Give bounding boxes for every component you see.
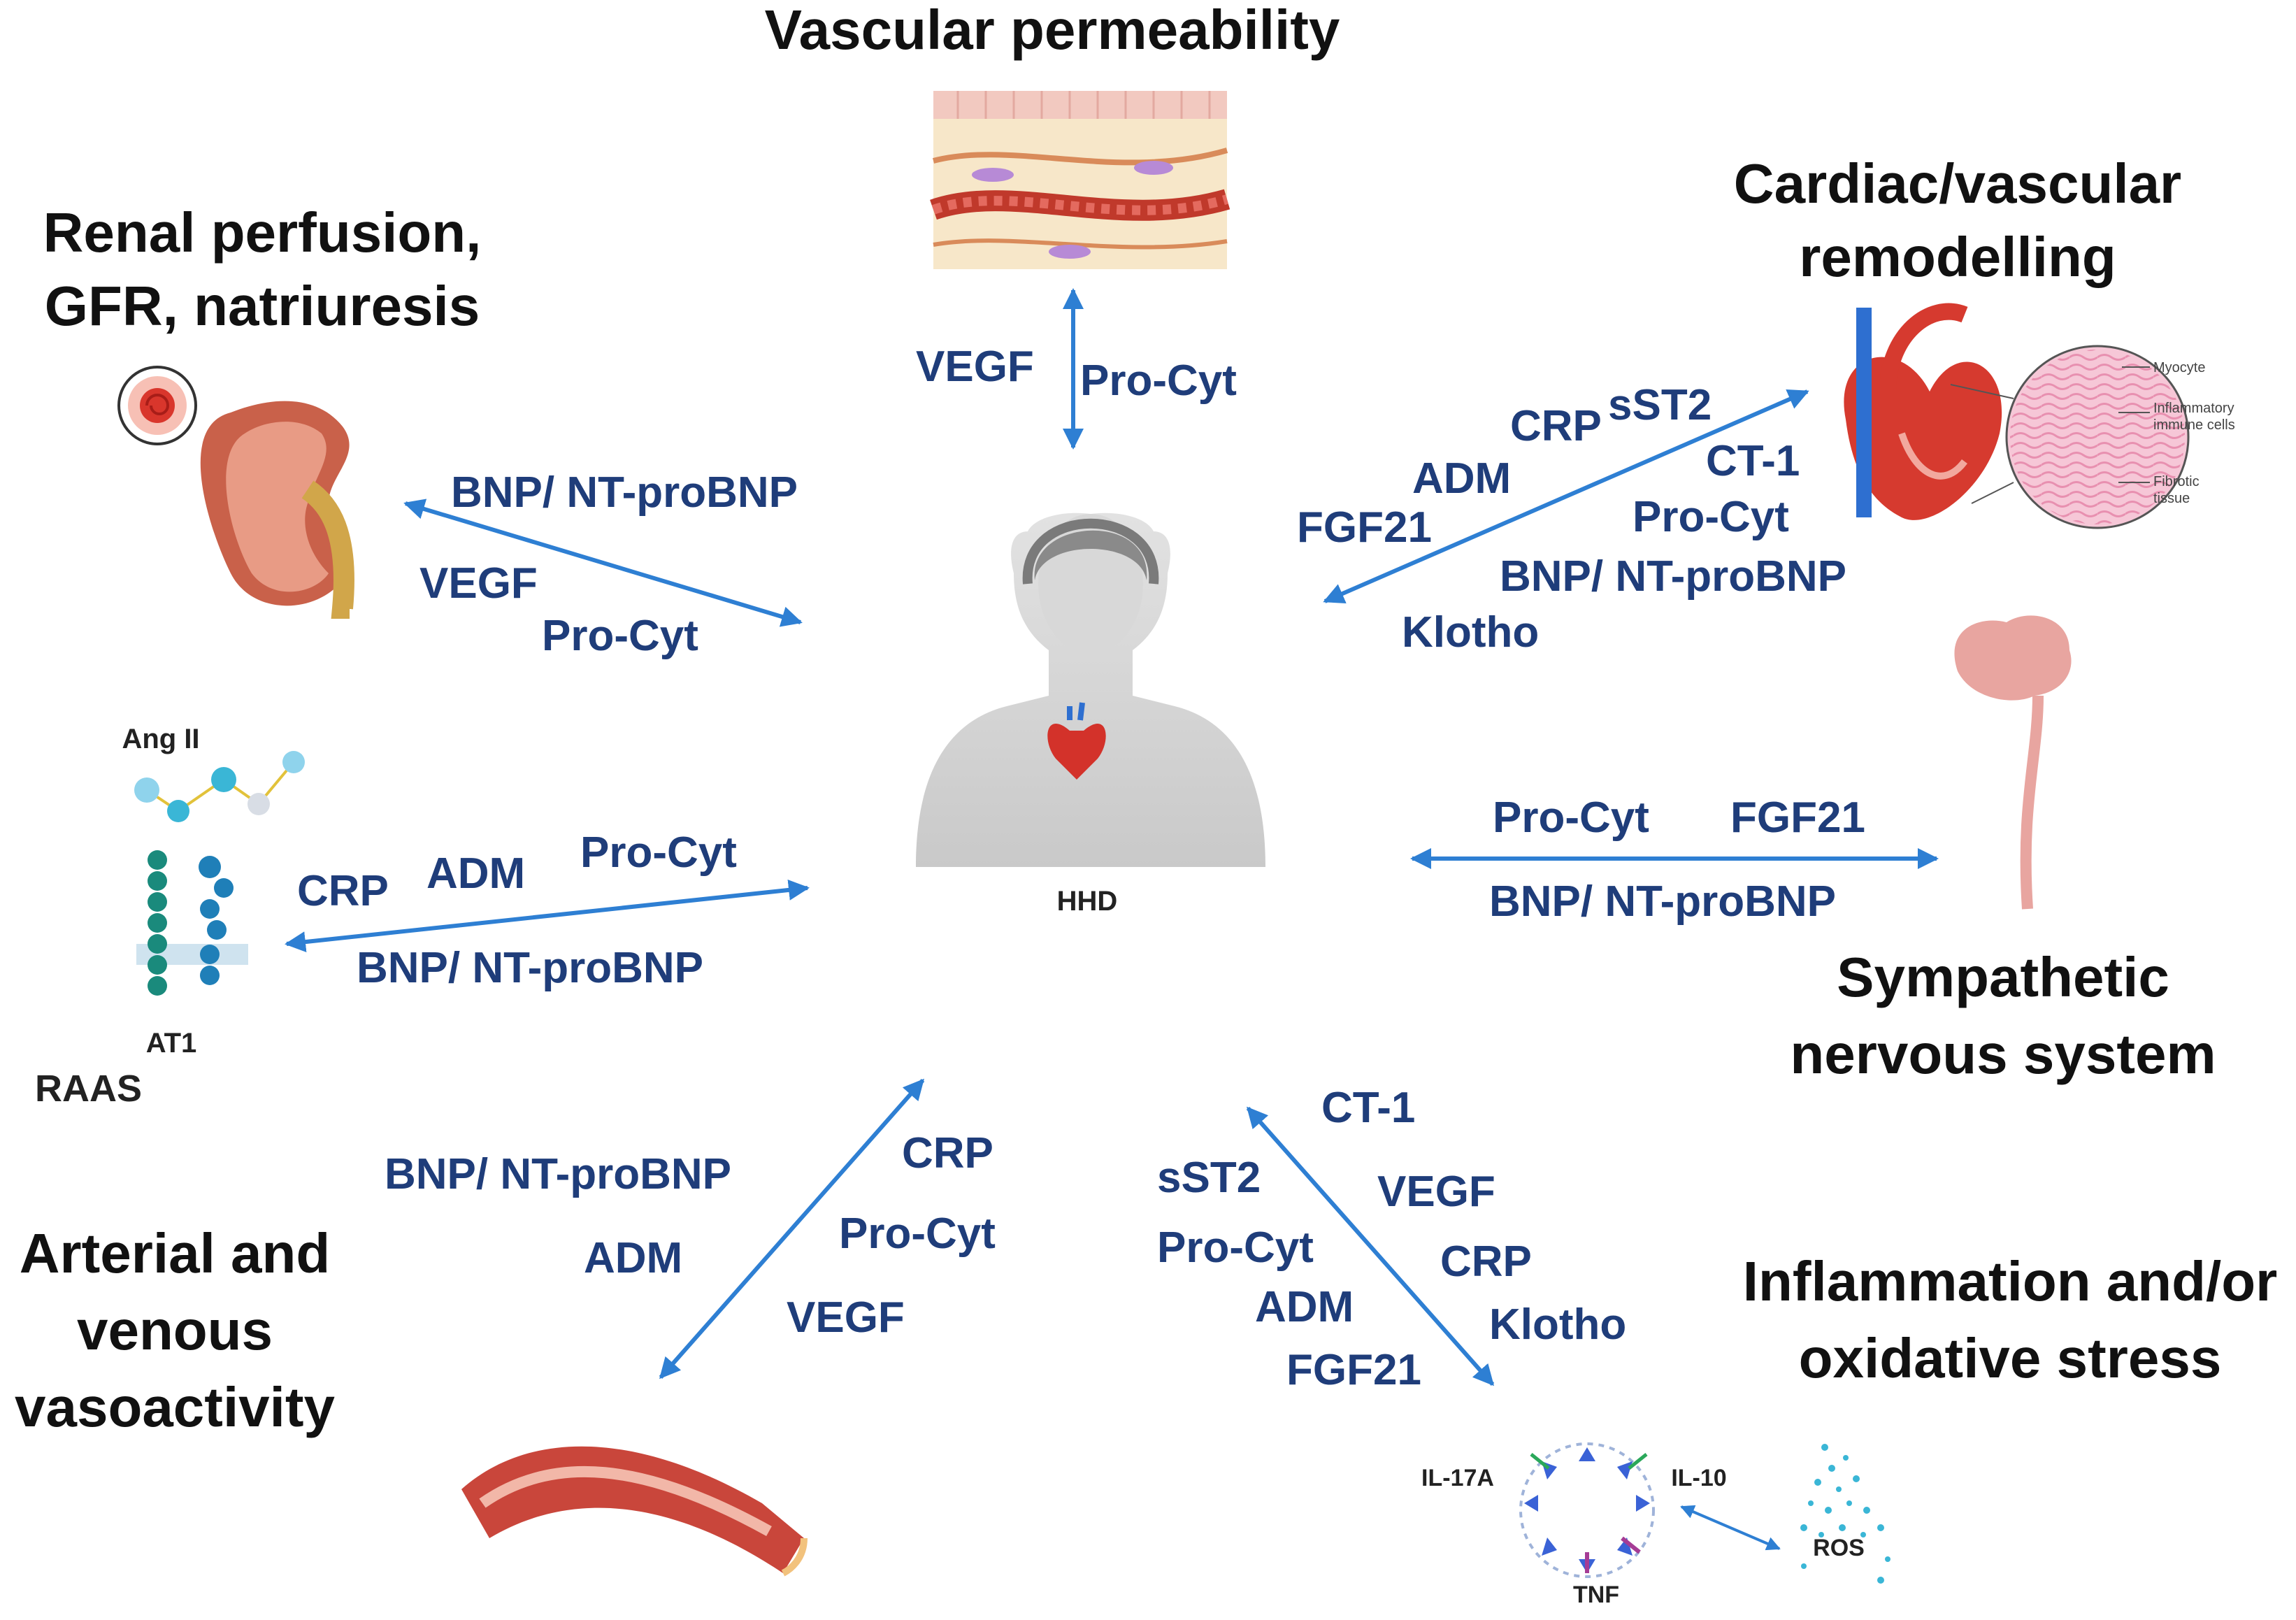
- at1-label: AT1: [146, 1028, 197, 1059]
- sympathetic-label: FGF21: [1730, 794, 1865, 842]
- arrow-inflammation: [1246, 1106, 1495, 1386]
- ang2-molecule-icon: [134, 751, 305, 822]
- arterial-label: CRP: [902, 1129, 993, 1177]
- title-arterial-line1: Arterial and: [20, 1222, 331, 1284]
- arrow-arterial: [659, 1078, 925, 1379]
- renal-label: VEGF: [419, 559, 538, 608]
- cardiac-label: sST2: [1608, 381, 1712, 429]
- arrow-ros: [1680, 1505, 1781, 1551]
- renal-label: BNP/ NT-proBNP: [451, 468, 798, 517]
- title-raas: RAAS: [35, 1068, 142, 1110]
- tissue-label: tissue: [2153, 491, 2190, 506]
- human-figure-icon: [916, 512, 1265, 867]
- title-cardiac-line2: remodelling: [1799, 226, 2116, 288]
- renal-label: Pro-Cyt: [542, 612, 698, 660]
- inflammatory-label: Inflammatory: [2153, 401, 2234, 416]
- arrow-cardiac: [1323, 389, 1809, 603]
- arterial-label: ADM: [584, 1234, 682, 1282]
- arrow-renal: [403, 499, 803, 627]
- raas-label: CRP: [297, 867, 389, 915]
- arterial-label: VEGF: [787, 1293, 905, 1342]
- cardiac-label: CRP: [1510, 402, 1602, 450]
- title-arterial-line3: vasoactivity: [15, 1376, 336, 1438]
- inflammation-label: VEGF: [1377, 1168, 1495, 1216]
- cardiac-label: Klotho: [1402, 608, 1539, 657]
- cardiac-label: BNP/ NT-proBNP: [1500, 552, 1846, 601]
- heart-icon: [1047, 702, 1106, 780]
- title-inflammation-line1: Inflammation and/or: [1743, 1250, 2278, 1312]
- ang2-label: Ang II: [122, 724, 199, 754]
- at1-receptor-icon: [136, 850, 248, 996]
- cardiac-label: CT-1: [1706, 437, 1800, 485]
- title-renal-line2: GFR, natriuresis: [45, 275, 480, 337]
- cardiac-label: FGF21: [1297, 503, 1432, 552]
- sympathetic-label: BNP/ NT-proBNP: [1489, 877, 1836, 926]
- inflammation-label: sST2: [1157, 1154, 1261, 1202]
- inflammation-label: CT-1: [1321, 1084, 1415, 1132]
- fibrotic-label: Fibrotic: [2153, 474, 2200, 489]
- il10-label: IL-10: [1671, 1465, 1726, 1491]
- inflammation-label: Klotho: [1489, 1300, 1626, 1349]
- inflammation-label: CRP: [1440, 1238, 1532, 1286]
- cardiac-label: ADM: [1412, 454, 1511, 503]
- brain-spinal-cord-icon: [1954, 615, 2072, 910]
- ros-label: ROS: [1813, 1535, 1865, 1561]
- il17a-label: IL-17A: [1421, 1465, 1494, 1491]
- title-arterial-line2: venous: [77, 1299, 273, 1361]
- inflammation-label: Pro-Cyt: [1157, 1224, 1314, 1272]
- immune-cells-label: immune cells: [2153, 417, 2235, 433]
- title-renal-line1: Renal perfusion,: [43, 201, 482, 264]
- blood-vessel-icon: [461, 1446, 808, 1577]
- vascular-tissue-icon: [930, 91, 1230, 269]
- raas-label: ADM: [426, 850, 525, 898]
- hhd-label: HHD: [1057, 886, 1118, 917]
- raas-label: BNP/ NT-proBNP: [357, 944, 703, 992]
- inflammation-label: ADM: [1255, 1283, 1354, 1331]
- title-sympathetic-line2: nervous system: [1790, 1023, 2216, 1085]
- title-sympathetic-line1: Sympathetic: [1837, 946, 2169, 1008]
- arterial-label: BNP/ NT-proBNP: [385, 1150, 731, 1198]
- vascular-label: VEGF: [916, 343, 1034, 391]
- cytokine-ring-icon: [1519, 1442, 1655, 1578]
- title-inflammation-line2: oxidative stress: [1799, 1327, 2222, 1389]
- ros-particles-icon: [1800, 1444, 1890, 1584]
- raas-label: Pro-Cyt: [580, 829, 737, 877]
- kidney-icon: [117, 366, 354, 619]
- title-vascular-permeability: Vascular permeability: [765, 0, 1340, 61]
- cardiac-label: Pro-Cyt: [1633, 493, 1789, 541]
- inflammation-label: FGF21: [1286, 1346, 1421, 1394]
- cardiac-heart-icon: [1844, 303, 2190, 529]
- vascular-label: Pro-Cyt: [1080, 357, 1237, 405]
- arterial-label: Pro-Cyt: [839, 1210, 996, 1258]
- myocyte-label: Myocyte: [2153, 360, 2205, 375]
- sympathetic-label: Pro-Cyt: [1493, 794, 1649, 842]
- title-cardiac-line1: Cardiac/vascular: [1734, 152, 2181, 215]
- arrow-raas: [285, 879, 810, 953]
- tnf-label: TNF: [1573, 1582, 1619, 1608]
